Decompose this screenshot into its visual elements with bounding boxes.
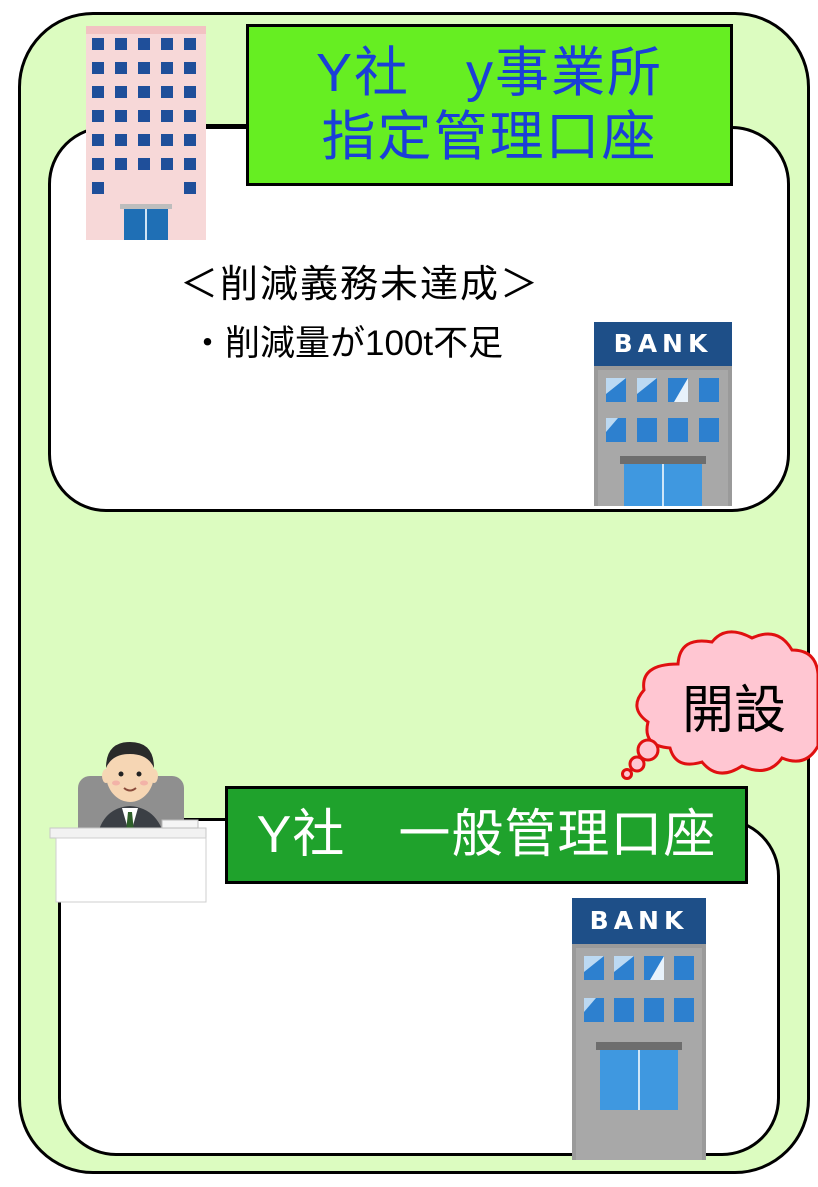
- status-heading: ＜削減義務未達成＞: [179, 264, 540, 306]
- office-window: [161, 158, 173, 170]
- office-window: [138, 134, 150, 146]
- office-window: [161, 110, 173, 122]
- connector-line: [200, 124, 248, 127]
- designated-label-line2: 指定管理口座: [321, 107, 658, 167]
- bubble-text: 開設: [682, 682, 787, 740]
- office-window: [138, 86, 150, 98]
- office-window: [115, 110, 127, 122]
- office-window: [184, 134, 196, 146]
- bank-sign: BANK: [594, 322, 732, 366]
- office-window: [184, 110, 196, 122]
- office-window: [184, 38, 196, 50]
- office-window: [92, 86, 104, 98]
- designated-label-line1: Y社 y事業所: [315, 43, 664, 103]
- bank-facade: [594, 366, 732, 506]
- office-window: [138, 62, 150, 74]
- bank-building-icon: BANK: [572, 898, 706, 1160]
- office-window: [161, 86, 173, 98]
- office-window: [161, 62, 173, 74]
- businessman-at-desk-icon: [49, 742, 207, 903]
- office-window: [92, 182, 104, 194]
- office-window: [115, 134, 127, 146]
- bank-building-icon: BANK: [594, 322, 732, 506]
- general-account-label: Y社 一般管理口座: [225, 786, 748, 884]
- office-window: [115, 62, 127, 74]
- office-window: [92, 158, 104, 170]
- office-window: [115, 86, 127, 98]
- office-window: [161, 134, 173, 146]
- thought-bubble: [621, 630, 818, 780]
- status-detail: ・削減量が100t不足: [190, 324, 504, 363]
- office-window: [184, 158, 196, 170]
- office-window: [184, 182, 196, 194]
- office-window: [138, 38, 150, 50]
- bank-sign: BANK: [572, 898, 706, 944]
- office-window: [92, 62, 104, 74]
- office-window: [92, 110, 104, 122]
- office-building-icon: [86, 26, 206, 240]
- office-window: [161, 38, 173, 50]
- designated-account-label: Y社 y事業所 指定管理口座: [246, 24, 733, 186]
- office-window: [184, 62, 196, 74]
- office-window: [92, 134, 104, 146]
- bank-facade: [572, 944, 706, 1160]
- office-window: [184, 86, 196, 98]
- office-window: [115, 158, 127, 170]
- office-window: [115, 38, 127, 50]
- office-window: [138, 158, 150, 170]
- office-window: [138, 110, 150, 122]
- office-window: [92, 38, 104, 50]
